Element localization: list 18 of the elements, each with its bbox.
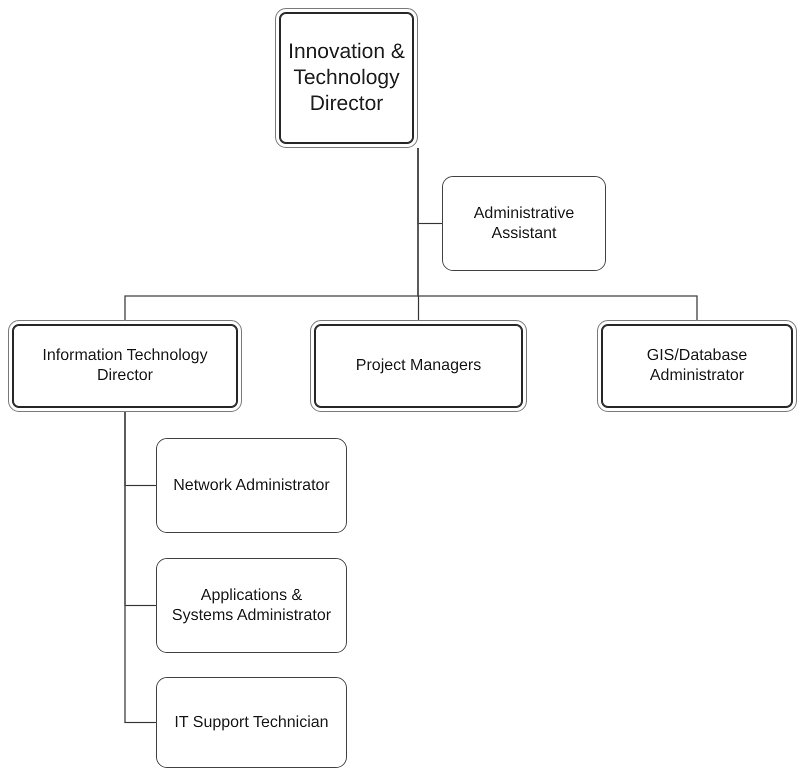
position-box <box>156 438 347 533</box>
position-box <box>442 176 606 271</box>
position-box <box>310 320 527 412</box>
position-title: Network Administrator <box>173 476 330 496</box>
position-box <box>597 320 797 412</box>
position-box <box>156 558 347 653</box>
position-title: Applications & Systems Administrator <box>170 586 332 626</box>
position-box <box>156 677 347 768</box>
connector-line <box>124 412 156 724</box>
position-box <box>275 8 418 148</box>
position-title: GIS/Database Administrator <box>646 346 748 386</box>
position-title: Project Managers <box>356 356 482 376</box>
connector-line <box>417 148 698 320</box>
position-box <box>8 320 242 412</box>
position-title: IT Support Technician <box>174 712 329 732</box>
position-title: Innovation & Technology Director <box>288 38 405 118</box>
position-title: Administrative Assistant <box>472 204 576 244</box>
position-title: Information Technology Director <box>41 346 209 386</box>
